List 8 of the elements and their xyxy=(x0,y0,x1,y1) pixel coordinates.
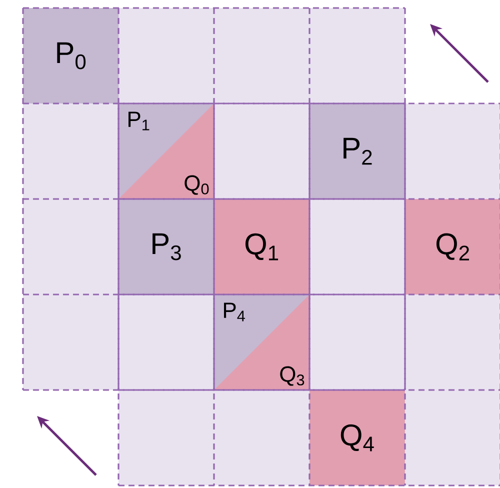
split-cell: P$_{1}$ Q$_{0}$ xyxy=(118,104,214,200)
split-cell: P$_{4}$ Q$_{3}$ xyxy=(214,294,310,390)
cell: Q$_{1}$ xyxy=(214,199,310,295)
cell: P$_{0}$ xyxy=(23,8,119,104)
cell: P$_{2}$ xyxy=(309,103,405,199)
cell: Q$_{2}$ xyxy=(405,199,500,295)
cell: Q$_{4}$ xyxy=(309,390,405,486)
cell: P$_{3}$ xyxy=(118,199,214,295)
